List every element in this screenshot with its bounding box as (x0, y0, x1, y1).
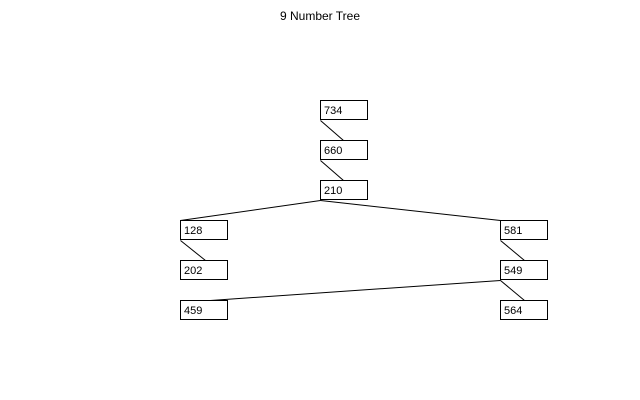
node-box (320, 180, 368, 200)
node-box (500, 220, 548, 240)
node-box (180, 300, 228, 320)
tree-node: 734 (320, 100, 368, 120)
node-label: 581 (504, 225, 522, 237)
tree-node: 581 (500, 220, 548, 240)
tree-edge (180, 240, 206, 261)
tree-node: 660 (320, 140, 368, 160)
tree-edge (180, 200, 321, 221)
nodes-layer: 734 660 210 128 581 202 549 459 564 (180, 100, 548, 320)
node-label: 549 (504, 265, 522, 277)
tree-edge (320, 200, 501, 221)
node-box (180, 220, 228, 240)
node-label: 210 (324, 185, 342, 197)
tree-node: 564 (500, 300, 548, 320)
tree-edge (320, 160, 344, 181)
diagram-title: 9 Number Tree (279, 9, 361, 23)
tree-node: 128 (180, 220, 228, 240)
node-label: 734 (324, 105, 342, 117)
tree-node: 210 (320, 180, 368, 200)
tree-node: 202 (180, 260, 228, 280)
node-box (180, 260, 228, 280)
tree-edge (500, 240, 525, 261)
node-label: 564 (504, 305, 522, 317)
node-box (500, 260, 548, 280)
tree-node: 459 (180, 300, 228, 320)
node-label: 128 (184, 225, 202, 237)
tree-edge (210, 280, 501, 301)
node-label: 202 (184, 265, 202, 277)
node-box (500, 300, 548, 320)
tree-edge (320, 120, 344, 141)
tree-edge (500, 280, 525, 301)
node-label: 660 (324, 145, 342, 157)
node-box (320, 140, 368, 160)
node-label: 459 (184, 305, 202, 317)
node-box (320, 100, 368, 120)
edges-layer (180, 120, 525, 301)
tree-node: 549 (500, 260, 548, 280)
